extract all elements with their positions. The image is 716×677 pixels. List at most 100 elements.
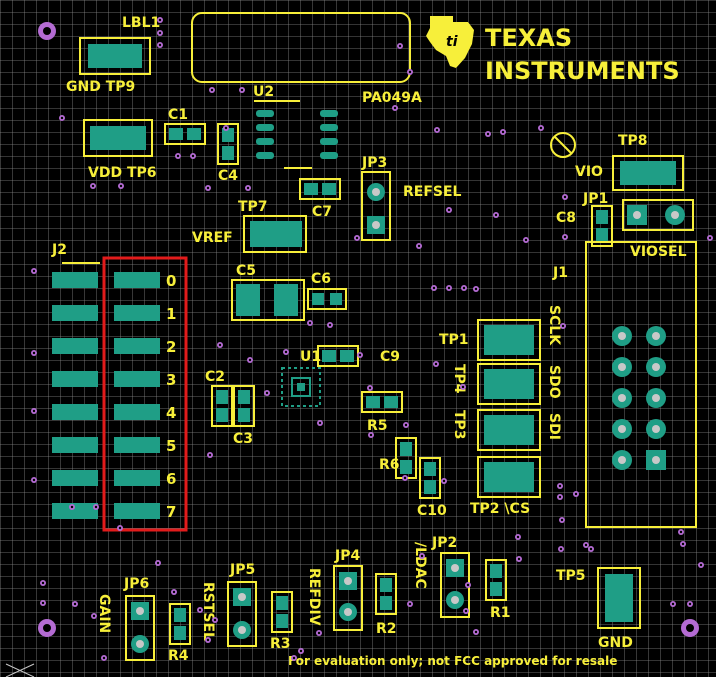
r5-footprint [361, 391, 403, 413]
via-hole [558, 495, 562, 499]
u2-label: U2 [253, 84, 274, 100]
via-hole [501, 130, 505, 134]
j2-pad-left [52, 437, 98, 453]
j1-pin-hole [652, 332, 660, 340]
via-hole [462, 286, 466, 290]
refdiv-label: REFDIV [306, 568, 322, 626]
tp7-label: TP7 [238, 199, 268, 215]
via-hole [408, 70, 412, 74]
via-hole [206, 186, 210, 190]
tp9-outline [79, 37, 151, 75]
via-hole [442, 479, 446, 483]
via-hole [292, 656, 296, 660]
j2-pad-right [114, 470, 160, 486]
via-hole [671, 602, 675, 606]
logo-line2: INSTRUMENTS [485, 57, 680, 85]
via-hole [92, 614, 96, 618]
sclk-label: SCLK [546, 305, 562, 346]
j2-pin-label: 4 [166, 404, 176, 422]
via-hole [368, 386, 372, 390]
via-hole [404, 423, 408, 427]
via-hole [560, 518, 564, 522]
via-hole [486, 132, 490, 136]
gnd-tp9-label: GND TP9 [66, 79, 135, 95]
r3-footprint [271, 591, 293, 633]
u2-footprint [254, 100, 338, 169]
ldac-label: /LDAC [412, 542, 428, 589]
gnd-label: GND [598, 635, 633, 651]
via-hole [494, 213, 498, 217]
r1-footprint [485, 559, 507, 601]
tp3-label: TP3 [451, 410, 467, 440]
j1-pin-hole [652, 394, 660, 402]
via-hole [474, 630, 478, 634]
via-hole [466, 583, 470, 587]
j1-pin-hole [618, 456, 626, 464]
tp3-footprint [477, 409, 541, 451]
j1-pin-hole [652, 456, 660, 464]
via-hole [417, 244, 421, 248]
c9-label: C9 [380, 349, 400, 365]
j1-pin-hole [618, 425, 626, 433]
j2-pad-left [52, 503, 98, 519]
via-hole [403, 476, 407, 480]
r1-label: R1 [490, 605, 511, 621]
r2-footprint [375, 573, 397, 615]
j2-pad-left [52, 305, 98, 321]
tp9-pad [88, 44, 142, 68]
via-hole [328, 323, 332, 327]
via-hole [679, 530, 683, 534]
j2-pad-right [114, 371, 160, 387]
r2-label: R2 [376, 621, 397, 637]
vio-label: VIO [575, 164, 603, 180]
u1-label: U1 [300, 349, 321, 365]
via-hole [432, 286, 436, 290]
j2-pad-right [114, 305, 160, 321]
c10-label: C10 [417, 503, 447, 519]
via-hole [41, 581, 45, 585]
sdo-label: SDO [546, 365, 562, 399]
jp3-header [361, 171, 391, 241]
tp5-pad [605, 574, 633, 622]
jp4-label: JP4 [334, 548, 360, 564]
via-hole [434, 362, 438, 366]
j1-pin-hole [618, 394, 626, 402]
j2-pad-right [114, 272, 160, 288]
highlight-box [102, 256, 188, 532]
c7-footprint [299, 178, 341, 200]
via-hole [318, 421, 322, 425]
via-hole [70, 505, 74, 509]
j1-pin-hole [652, 425, 660, 433]
j2-pin-label: 3 [166, 371, 176, 389]
gain-label: GAIN [96, 594, 112, 633]
pa049a-label: PA049A [362, 90, 422, 106]
jp1-c8-footprint [591, 205, 613, 247]
j2-pad-left [52, 338, 98, 354]
r4-footprint [169, 603, 191, 645]
vias [31, 17, 713, 661]
via-hole [172, 590, 176, 594]
c2-footprint [211, 385, 233, 427]
via-hole [158, 31, 162, 35]
via-hole [447, 208, 451, 212]
j2-pin-label: 7 [166, 503, 176, 521]
r5-label: R5 [367, 418, 388, 434]
viosel-header [622, 199, 694, 231]
j2-pin-label: 2 [166, 338, 176, 356]
fiducial-icon [5, 663, 35, 677]
via-hole [317, 631, 321, 635]
r6-label: R6 [379, 457, 400, 473]
via-hole [73, 602, 77, 606]
via-hole [119, 184, 123, 188]
via-hole [420, 554, 424, 558]
j2-pin-label: 6 [166, 470, 176, 488]
via-hole [708, 236, 712, 240]
vdd-tp6-label: VDD TP6 [88, 165, 157, 181]
via-hole [563, 195, 567, 199]
vref-label: VREF [192, 230, 233, 246]
lbl1-label: LBL1 [122, 15, 160, 31]
tp8-label: TP8 [618, 133, 648, 149]
jp5-header [227, 581, 257, 647]
via-hole [398, 44, 402, 48]
